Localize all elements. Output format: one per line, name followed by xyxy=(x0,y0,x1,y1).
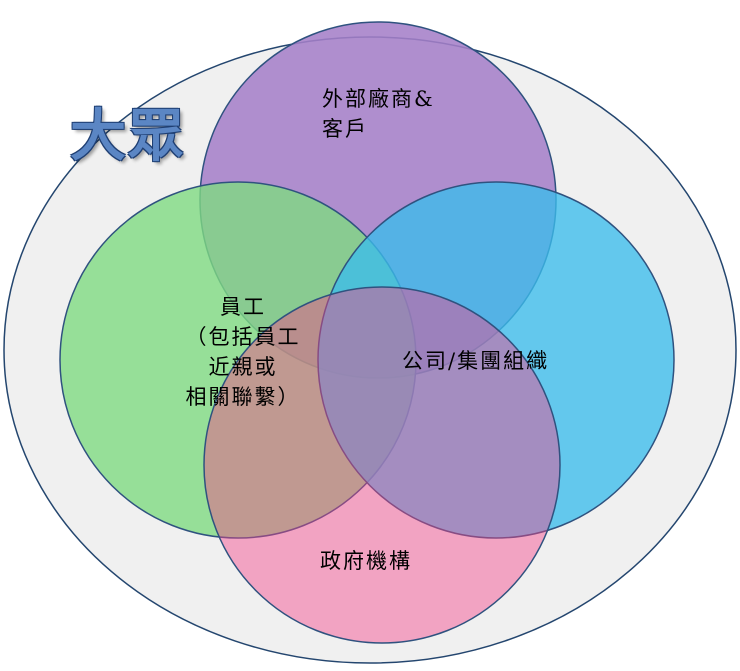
vendors-label-line-2: 客戶 xyxy=(322,117,368,141)
employees-label-line-4: 相關聯繫） xyxy=(185,385,301,409)
employees-label: 員工 （包括員工 近親或 相關聯繫） xyxy=(158,292,328,412)
vendors-label-line-1: 外部廠商& xyxy=(322,87,435,111)
company-group-circle xyxy=(317,181,675,539)
government-agencies-label: 政府機構 xyxy=(320,549,412,573)
employees-label-line-1: 員工 xyxy=(220,295,266,319)
public-title: 大眾 xyxy=(70,103,186,169)
vendors-customers-label: 外部廠商& 客戶 xyxy=(322,84,435,144)
government-agencies-circle xyxy=(203,286,561,644)
employees-label-line-2: （包括員工 xyxy=(185,325,301,349)
employees-label-line-3: 近親或 xyxy=(208,355,278,379)
company-group-label: 公司/集團組織 xyxy=(402,349,550,373)
